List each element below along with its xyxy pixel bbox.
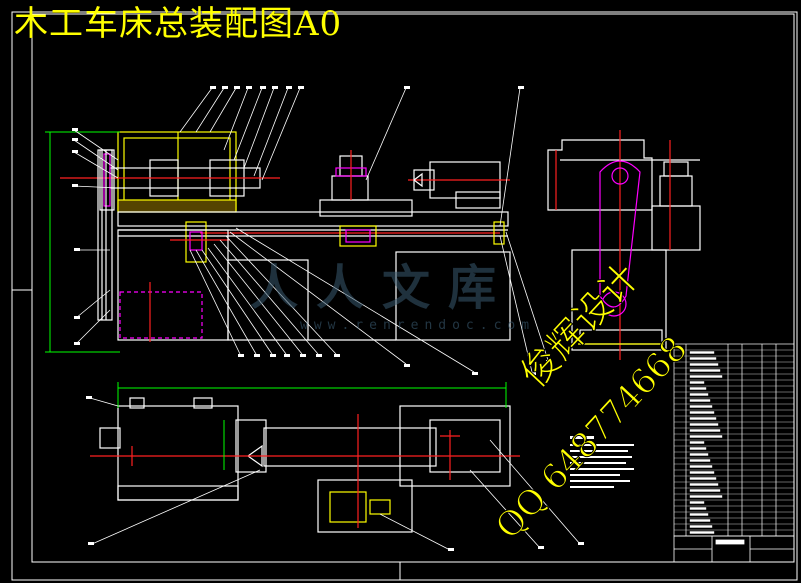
parts-list-text-mark	[689, 435, 723, 438]
dimension-bottom	[117, 382, 507, 470]
parts-list-text-mark	[689, 513, 709, 516]
parts-list-text-mark	[689, 441, 705, 444]
parts-list-text-mark	[689, 429, 721, 432]
leader-lines-bottom	[89, 397, 581, 551]
parts-list-text-mark	[689, 363, 719, 366]
drawing-frame	[11, 11, 798, 581]
parts-list-text-mark	[689, 525, 713, 528]
parts-list-text-mark	[689, 531, 715, 534]
parts-list-text-mark	[689, 423, 719, 426]
bed-rail	[117, 211, 509, 227]
side-view	[547, 130, 701, 360]
parts-list-text-mark	[689, 393, 709, 396]
parts-list-text-mark	[689, 381, 705, 384]
parts-list-text-mark	[689, 351, 715, 354]
bed-and-stand	[97, 149, 511, 342]
plan-view	[90, 397, 520, 533]
parts-list-text-mark	[689, 495, 723, 498]
parts-list-text-mark	[689, 369, 721, 372]
parts-list-text-mark	[689, 405, 713, 408]
parts-list-text-mark	[689, 417, 717, 420]
parts-list-text-mark	[689, 447, 707, 450]
leader-tags	[72, 86, 552, 375]
drawing-title: 木工车床总装配图A0	[14, 4, 343, 44]
parts-list-text-mark	[689, 501, 705, 504]
parts-list-text-mark	[689, 507, 707, 510]
outer-border	[11, 11, 798, 581]
parts-list-text-mark	[689, 459, 711, 462]
headstock-assembly	[60, 131, 280, 213]
parts-list-text-mark	[689, 375, 723, 378]
leader-lines	[73, 87, 549, 373]
parts-list-text-mark	[689, 483, 719, 486]
title-block	[673, 535, 795, 563]
parts-list-text-mark	[689, 489, 721, 492]
logo-watermark: 人人文库	[250, 260, 515, 316]
parts-list-text-mark	[689, 471, 715, 474]
dimension-left	[45, 131, 120, 353]
parts-list-text-mark	[689, 387, 707, 390]
inner-border	[31, 13, 795, 563]
parts-list-rows	[674, 349, 794, 534]
headstock-housing	[117, 131, 237, 211]
parts-list-text-mark	[689, 453, 709, 456]
parts-list-text-mark	[689, 477, 717, 480]
parts-list-text-mark	[689, 399, 711, 402]
parts-list-text-mark	[689, 411, 715, 414]
leader-tags-bottom	[86, 396, 584, 551]
parts-list-text-mark	[689, 465, 713, 468]
parts-list-text-mark	[689, 357, 717, 360]
logo-url-watermark: www.renrendoc.com	[300, 318, 536, 333]
parts-list-text-mark	[689, 519, 711, 522]
technical-notes	[570, 436, 634, 488]
